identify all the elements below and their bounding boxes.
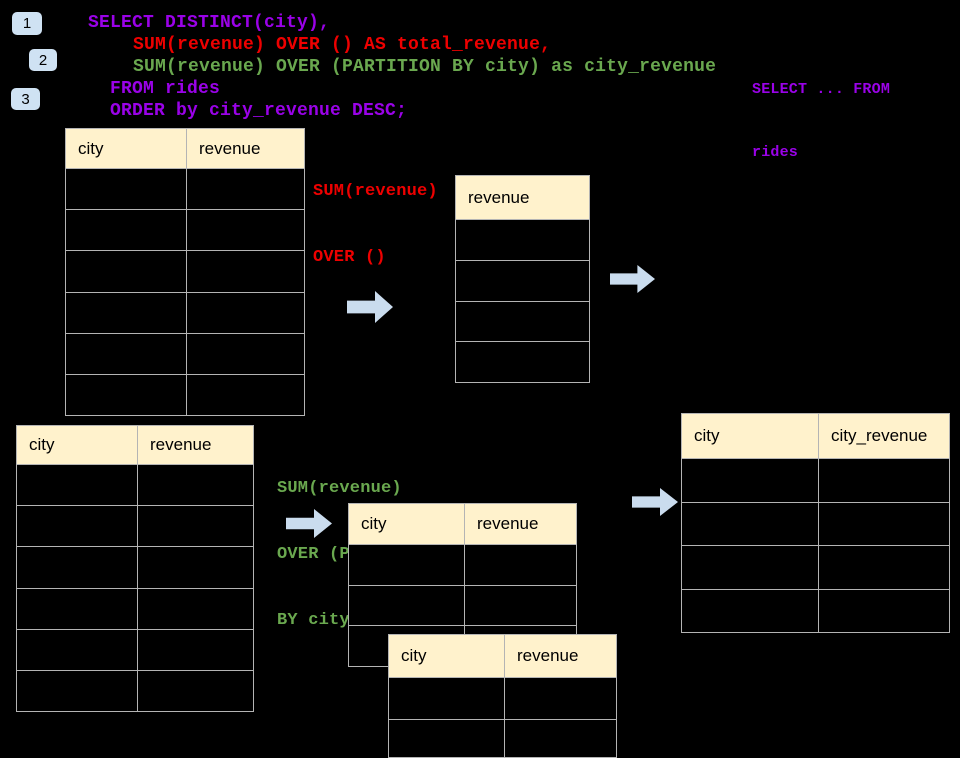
column-header-revenue: revenue (504, 635, 616, 677)
table-city-revenue-result: city city_revenue (681, 413, 950, 633)
annotation-total-revenue: SUM(revenue) OVER () (313, 137, 438, 291)
column-header-city: city (78, 138, 104, 158)
table-header-row: city revenue (17, 426, 253, 464)
table-row (17, 669, 253, 712)
annotation-total-line1: SUM(revenue) (313, 182, 438, 201)
column-header-city: city (29, 435, 55, 454)
table-total-revenue-result: revenue (455, 175, 590, 383)
column-header-revenue: revenue (186, 129, 304, 168)
table-row (682, 588, 949, 632)
sql-line-order-by: ORDER by city_revenue DESC; (110, 101, 408, 121)
column-header-revenue: revenue (468, 187, 530, 207)
table-header-row: revenue (456, 176, 589, 219)
table-header-row: city revenue (349, 504, 576, 544)
table-row (17, 628, 253, 670)
table-row (17, 587, 253, 629)
slide-canvas: { "colors": { "background": "#000000", "… (11, 12, 950, 758)
table-row (17, 546, 253, 588)
table-row (17, 464, 253, 506)
arrow-right-icon (286, 509, 332, 538)
step-badge-2: 2 (29, 49, 57, 71)
column-header-revenue: revenue (464, 504, 576, 544)
table-row (456, 219, 589, 260)
table-row (456, 300, 589, 342)
table-row (349, 544, 576, 585)
table-row (66, 209, 304, 251)
table-row (66, 168, 304, 210)
table-header-row: city revenue (389, 635, 616, 677)
arrow-right-icon (632, 488, 678, 516)
table-row (682, 501, 949, 545)
corner-note: SELECT ... FROM rides (752, 37, 890, 184)
sql-line-from: FROM rides (110, 79, 221, 99)
corner-note-line2: rides (752, 144, 799, 161)
table-rides-source-top: city revenue (65, 128, 305, 416)
table-row (349, 584, 576, 626)
table-rides-source-bottom: city revenue (16, 425, 254, 712)
table-header-row: city revenue (66, 129, 304, 168)
column-header-revenue: revenue (137, 426, 253, 464)
table-row (389, 677, 616, 719)
column-header-city: city (361, 514, 387, 533)
sql-line-partition-by: SUM(revenue) OVER (PARTITION BY city) as… (133, 57, 717, 77)
table-row (66, 373, 304, 416)
table-partition-2: city revenue (388, 634, 617, 758)
column-header-city: city (401, 646, 427, 665)
table-row (389, 719, 616, 757)
table-row (456, 259, 589, 301)
step-badge-1: 1 (12, 12, 42, 35)
arrow-right-icon (610, 265, 655, 293)
sql-line-select: SELECT DISTINCT(city), (88, 13, 331, 33)
annotation-total-line2: OVER () (313, 248, 386, 267)
table-row (456, 341, 589, 382)
step-badge-3: 3 (11, 88, 40, 110)
table-row (66, 332, 304, 374)
sql-line-sum-over: SUM(revenue) OVER () AS total_revenue, (133, 35, 552, 55)
table-row (17, 505, 253, 547)
table-row (66, 250, 304, 292)
arrow-right-icon (347, 291, 393, 323)
table-row (682, 545, 949, 589)
corner-note-line1: SELECT ... FROM (752, 81, 891, 98)
table-row (682, 458, 949, 502)
column-header-city-revenue: city_revenue (818, 414, 949, 458)
table-row (66, 291, 304, 333)
annotation-partition-line3: BY city) (277, 611, 361, 630)
column-header-city: city (694, 426, 720, 445)
table-header-row: city city_revenue (682, 414, 949, 458)
annotation-partition-line1: SUM(revenue) (277, 479, 402, 498)
